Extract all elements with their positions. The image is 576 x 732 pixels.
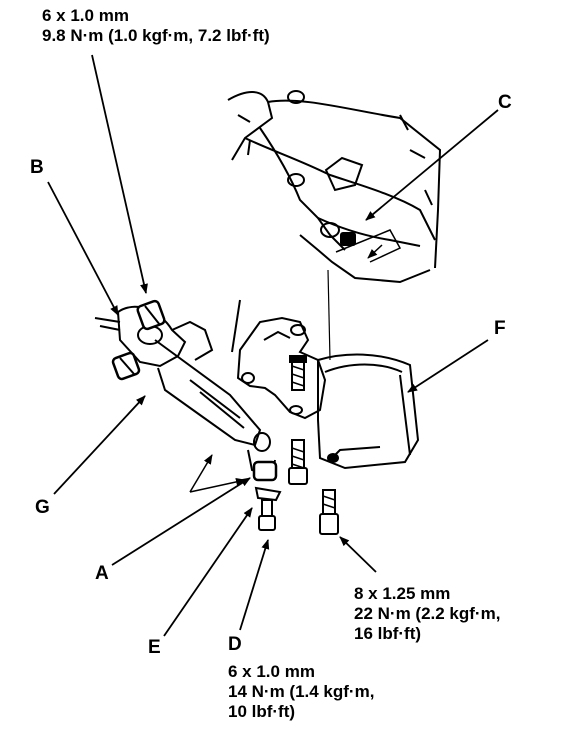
sensor-nuts xyxy=(111,299,166,381)
spec-right: 8 x 1.25 mm 22 N·m (2.2 kgf·m, 16 lbf·ft… xyxy=(354,584,500,644)
callout-a: A xyxy=(95,563,109,584)
bolt-c xyxy=(320,222,402,263)
leader-e xyxy=(163,507,253,637)
leader-g xyxy=(53,395,146,495)
leader-c xyxy=(365,109,499,221)
clip-a xyxy=(252,460,282,502)
spec-right-torque-2: 16 lbf·ft) xyxy=(354,624,422,643)
leader-d xyxy=(239,539,270,631)
leader-lines xyxy=(47,54,499,637)
callout-e: E xyxy=(148,637,161,658)
direction-arrows xyxy=(189,244,383,493)
bracket-bolts xyxy=(288,355,339,535)
alignment-line xyxy=(327,269,331,361)
spec-bottom: 6 x 1.0 mm 14 N·m (1.4 kgf·m, 10 lbf·ft) xyxy=(228,662,374,722)
callout-g: G xyxy=(35,497,50,518)
leader-right-spec xyxy=(339,536,377,573)
spec-bottom-size: 6 x 1.0 mm xyxy=(228,662,315,681)
leader-b xyxy=(47,181,119,316)
spec-top-size: 6 x 1.0 mm xyxy=(42,6,129,25)
spec-top: 6 x 1.0 mm 9.8 N·m (1.0 kgf·m, 7.2 lbf·f… xyxy=(42,6,270,46)
heat-shield-f xyxy=(317,353,420,470)
mounting-bracket xyxy=(231,299,327,420)
spec-right-size: 8 x 1.25 mm xyxy=(354,584,451,603)
callout-f: F xyxy=(494,318,506,339)
spec-right-torque-1: 22 N·m (2.2 kgf·m, xyxy=(354,604,501,623)
body-panel xyxy=(227,90,442,284)
leader-f xyxy=(407,339,489,393)
sensor-assembly xyxy=(94,305,276,478)
spec-bottom-torque-1: 14 N·m (1.4 kgf·m, xyxy=(228,682,375,701)
spec-bottom-torque-2: 10 lbf·ft) xyxy=(228,702,296,721)
bolt-e xyxy=(258,499,276,531)
callout-c: C xyxy=(498,92,512,113)
spec-top-torque: 9.8 N·m (1.0 kgf·m, 7.2 lbf·ft) xyxy=(42,26,270,45)
callout-b: B xyxy=(30,157,44,178)
leader-a xyxy=(111,477,251,566)
callout-d: D xyxy=(228,634,242,655)
leader-top-spec xyxy=(91,54,148,294)
